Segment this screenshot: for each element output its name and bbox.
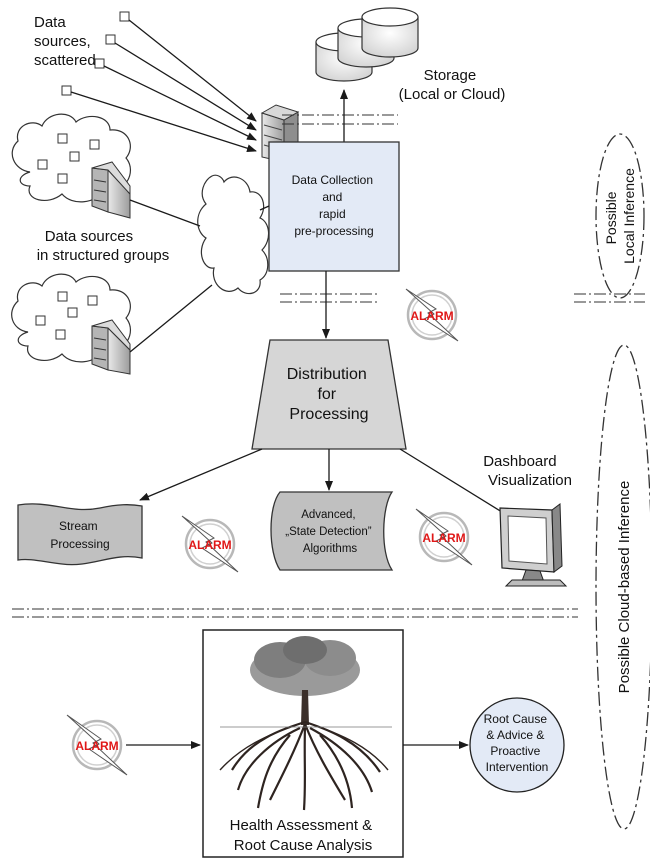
monitor-icon	[499, 503, 568, 587]
svg-text:ALARM: ALARM	[422, 531, 465, 545]
connector-line	[259, 205, 270, 211]
scattered-label: Data sources, scattered	[34, 14, 96, 69]
svg-text:Distribution for P: Distribution for Processing	[287, 366, 371, 423]
sensor-icon	[61, 85, 72, 96]
alarm-icon: ALARM	[181, 515, 239, 573]
storage-label: Storage (Local or Cloud)	[399, 67, 506, 103]
to-dashboard-arrow	[399, 448, 511, 518]
connector-arrow	[70, 91, 257, 153]
sensor-icon	[119, 11, 130, 22]
alarm-icon: ALARM	[415, 508, 473, 566]
svg-text:ALARM: ALARM	[188, 538, 231, 552]
svg-text:Advanced, „State Detecti: Advanced, „State Detection” Algorithms	[285, 509, 375, 555]
gateway-server-icon	[260, 104, 300, 163]
data-collection-box: Data Collection and rapid pre-processing	[268, 141, 400, 272]
algorithms-block: Advanced, „State Detection” Algorithms	[270, 491, 394, 571]
sensor-icon	[105, 34, 116, 45]
svg-text:ALARM: ALARM	[75, 739, 118, 753]
alarm-icon: ALARM	[66, 714, 128, 776]
connector-arrow	[128, 19, 257, 122]
svg-text:Stream Processing: Stream Processing	[50, 519, 109, 551]
health-assessment-box: Health Assessment & Root Cause Analysis	[202, 629, 404, 858]
svg-text:Possible Cloud-based Inference: Possible Cloud-based Inference	[616, 481, 633, 694]
svg-text:Data Collection and: Data Collection and rapid pre-processing	[292, 173, 377, 238]
group-server-icon	[91, 161, 131, 219]
connector-arrow	[103, 65, 257, 141]
alarm-icon: ALARM	[405, 288, 459, 342]
stream-processing-block: Stream Processing	[17, 503, 143, 566]
dashboard-label: Dashboard Visualization	[483, 453, 572, 489]
cloud-inference-zone: Possible Cloud-based Inference	[595, 344, 650, 830]
scattered-data-sources: Data sources, scattered	[34, 11, 257, 153]
to-stream-arrow	[139, 448, 263, 501]
group-server-icon	[91, 319, 131, 375]
svg-text:ALARM: ALARM	[410, 309, 453, 323]
connector-line	[129, 199, 201, 227]
local-inference-zone: Possible Local Inference	[595, 133, 645, 299]
connector-line	[129, 284, 213, 353]
svg-text:Health Assessment & Root: Health Assessment & Root Cause Analysis	[230, 817, 377, 854]
root-cause-node: Root Cause & Advice & Proactive Interven…	[469, 697, 565, 793]
connector-arrow	[114, 42, 257, 131]
distribution-block: Distribution for Processing	[251, 339, 407, 450]
sensor-icon	[94, 58, 105, 69]
storage-icon	[315, 7, 419, 82]
svg-text:Possible Local Inference: Possible Local Inference	[603, 168, 637, 264]
aggregation-cloud	[197, 174, 270, 295]
tree-icon	[219, 636, 392, 811]
svg-text:Root Cause & Advice &: Root Cause & Advice & Proactive Interven…	[484, 712, 551, 774]
grouped-sources-label: Data sources in structured groups	[37, 228, 170, 264]
